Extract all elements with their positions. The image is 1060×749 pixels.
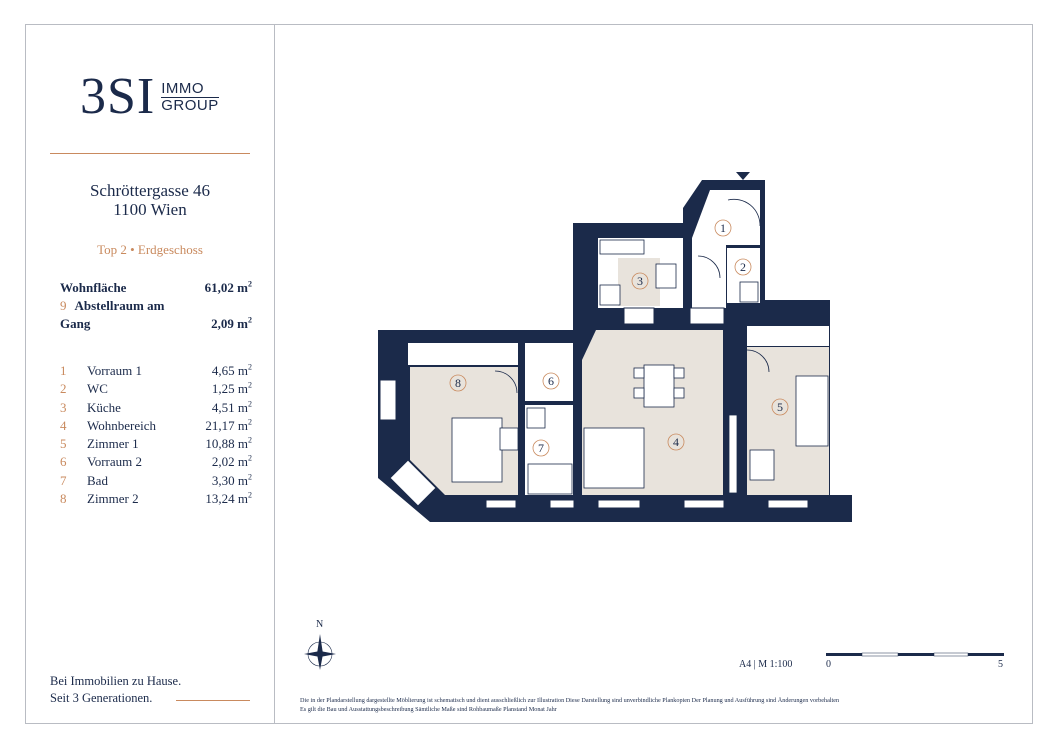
company-logo: 3SI IMMO GROUP [80,68,219,125]
room-label-4: 4 [673,435,679,449]
storage-number: 9 [60,298,67,313]
floor-plan: 1 2 3 4 5 6 7 8 9 [378,172,852,522]
storage-label-2: Gang [60,316,91,331]
page-frame [25,24,1033,724]
logo-sub: IMMO GROUP [161,80,219,114]
slogan-line1: Bei Immobilien zu Hause. [50,674,182,688]
room-label-6: 6 [548,374,554,388]
slogan: Bei Immobilien zu Hause. Seit 3 Generati… [50,673,181,707]
room-label-7: 7 [538,441,544,455]
slogan-line2: Seit 3 Generationen. [50,691,153,705]
furniture [451,239,829,495]
disclaimer: Die in der Plandarstellung dargestellte … [300,697,1020,714]
column-divider [274,24,275,724]
unit-label: Top 2 • Erdgeschoss [97,242,203,257]
scale-end: 5 [998,659,1003,670]
logo-line1: IMMO [161,80,219,98]
address-street: Schröttergasse 46 [89,181,211,200]
disclaimer-line1: Die in der Plandarstellung dargestellte … [300,697,840,704]
doors [494,198,770,394]
logo-line2: GROUP [161,96,219,114]
room-label-1: 1 [720,221,726,235]
scale-label: A4 | M 1:100 [739,659,793,670]
disclaimer-line2: Es gilt die Bau und Ausstattungsbeschrei… [300,705,557,713]
windows [379,307,809,509]
logo-divider [50,153,250,154]
living-area-label: Wohnfläche [60,280,127,295]
storage-area-value: 2,09 m [211,316,248,331]
scale-bar [826,652,1004,657]
room-label-8: 8 [455,376,461,390]
room-label-3: 3 [637,274,643,288]
storage-label-1: Abstellraum am [74,298,165,313]
north-compass-icon: N [304,619,336,670]
room-label-5: 5 [777,400,783,414]
entrance-arrow-icon [736,172,750,180]
svg-text:N: N [316,619,323,630]
room-label-2: 2 [740,260,746,274]
living-area-value: 61,02 m [204,280,248,295]
address-city: 1100 Wien [113,200,187,219]
scale-start: 0 [826,659,831,670]
slogan-underline [176,700,250,701]
room-labels: 1 2 3 4 5 6 7 8 9 [449,219,789,457]
logo-main: 3SI [80,68,156,125]
